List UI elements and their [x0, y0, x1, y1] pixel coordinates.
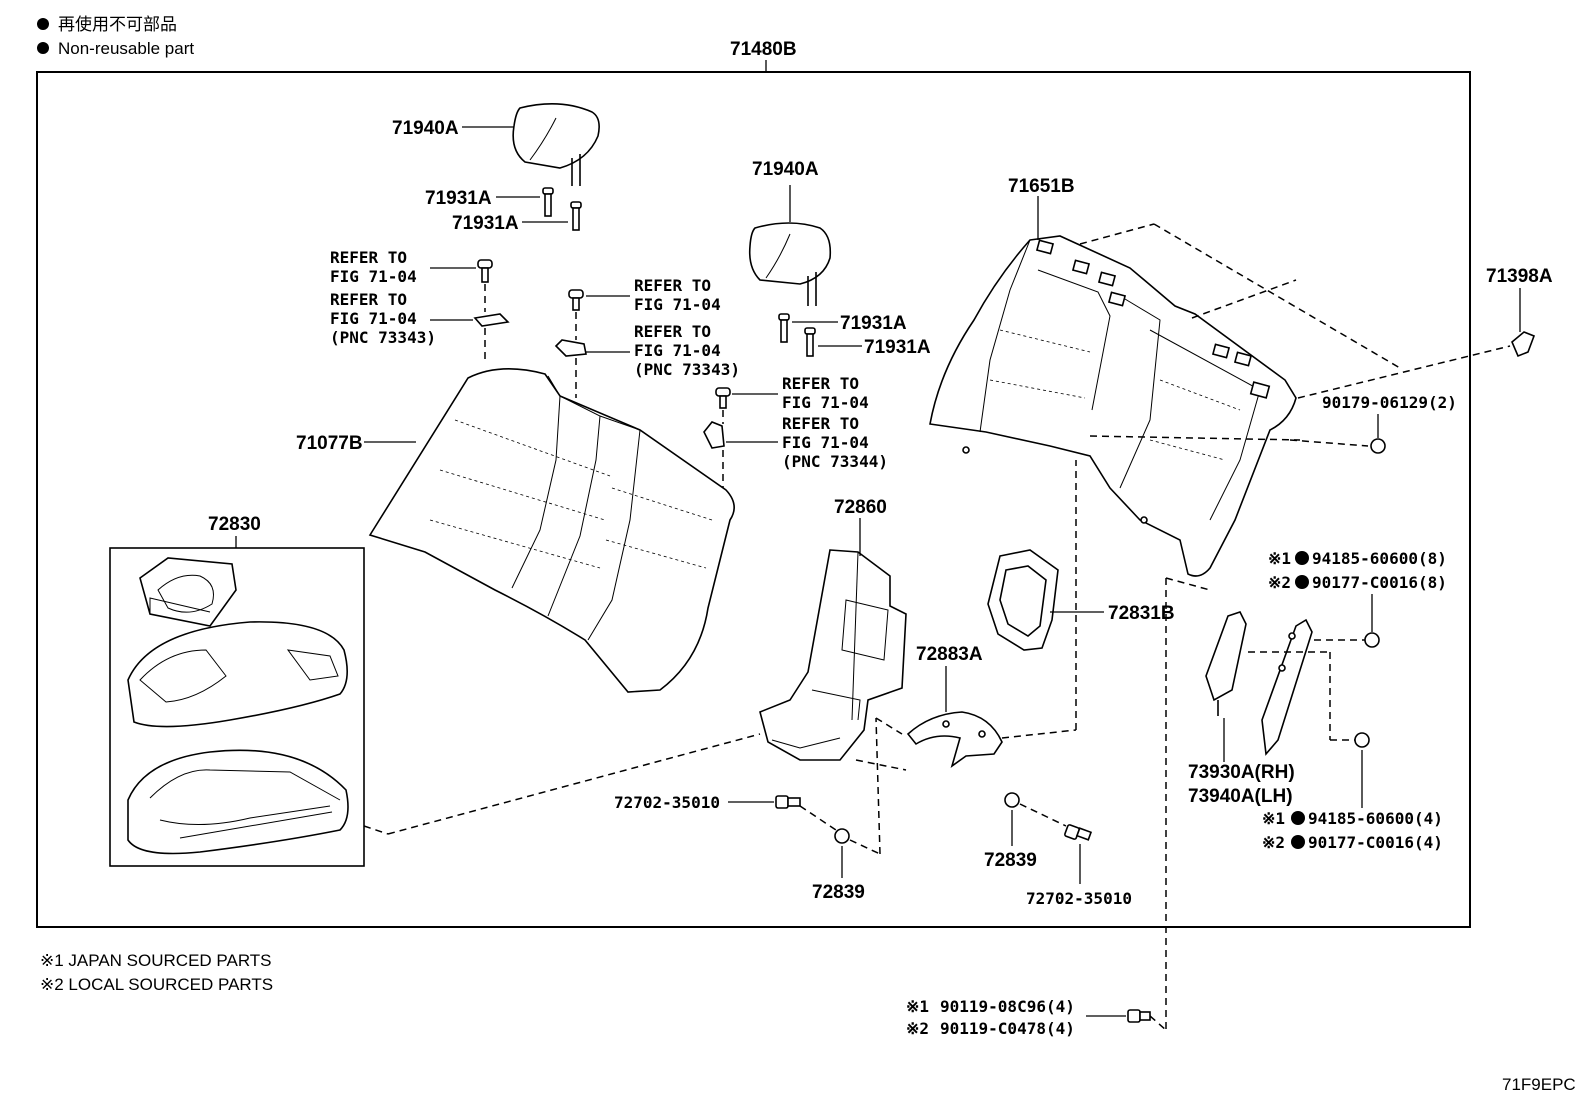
part-label-guide-3: 71931A	[840, 313, 907, 334]
part-label-nut-top: 90179-06129(2)	[1322, 393, 1457, 412]
headrest-left[interactable]	[512, 103, 600, 186]
part-label-headrest-right: 71940A	[752, 159, 819, 180]
refer-note-5-line2: FIG 71-04	[782, 393, 869, 412]
seat-back-cover[interactable]	[368, 368, 735, 693]
refer-bolt-icon	[715, 387, 731, 409]
lid-frame[interactable]	[987, 549, 1059, 651]
non-reusable-bullet-icon	[1295, 551, 1309, 565]
refer-bolt-icon	[568, 289, 584, 311]
hinge[interactable]	[906, 711, 1003, 768]
support-guide-3[interactable]	[778, 313, 790, 343]
nut-sourced-4[interactable]	[1354, 732, 1370, 748]
support-guide-1[interactable]	[542, 187, 554, 217]
refer-note-1-line2: FIG 71-04	[330, 267, 417, 286]
refer-clip-icon	[703, 421, 725, 449]
nut-sourced-8[interactable]	[1364, 632, 1380, 648]
refer-clip-icon	[554, 339, 587, 357]
mark-local-sourced: ※2	[1262, 833, 1285, 852]
refer-note-2-line2: FIG 71-04	[330, 309, 417, 328]
part-label-back-cover: 71077B	[296, 433, 363, 454]
support-guide-4[interactable]	[804, 327, 816, 357]
refer-note-2-line1: REFER TO	[330, 290, 407, 309]
part-label-hinge: 72883A	[916, 644, 983, 665]
part-label-guide-4: 71931A	[864, 337, 931, 358]
footnote-local: ※2 LOCAL SOURCED PARTS	[40, 975, 273, 994]
refer-note-5-line1: REFER TO	[782, 374, 859, 393]
part-label-nut-jp-4: 94185-60600(4)	[1308, 809, 1443, 828]
part-label-nut-b: 72839	[984, 850, 1037, 871]
part-label-strap-rh: 73930A(RH)	[1188, 762, 1295, 783]
belt-guide-rh[interactable]	[1205, 611, 1247, 716]
mark-japan-sourced: ※1	[906, 997, 929, 1016]
refer-note-3-line2: FIG 71-04	[634, 295, 721, 314]
non-reusable-bullet-icon	[1291, 835, 1305, 849]
belt-guide-lh[interactable]	[1261, 618, 1313, 756]
seat-back-frame[interactable]	[929, 235, 1297, 577]
assembly-frame	[36, 71, 1471, 928]
non-reusable-bullet-icon	[1295, 575, 1309, 589]
refer-bolt-icon	[477, 259, 493, 283]
refer-note-3-line1: REFER TO	[634, 276, 711, 295]
refer-note-1-line1: REFER TO	[330, 248, 407, 267]
headrest-right[interactable]	[748, 222, 832, 306]
part-label-nut-a: 72839	[812, 882, 865, 903]
non-reusable-bullet-icon	[1291, 811, 1305, 825]
part-label-nut-local-8: 90177-C0016(8)	[1312, 573, 1447, 592]
part-label-strap-lh: 73940A(LH)	[1188, 786, 1293, 807]
refer-note-4-line2: FIG 71-04	[634, 341, 721, 360]
non-reusable-bullet-icon	[37, 42, 49, 54]
legend-en: Non-reusable part	[58, 39, 194, 58]
figure-code: 71F9EPC	[1502, 1075, 1576, 1094]
non-reusable-bullet-icon	[37, 18, 49, 30]
part-label-bolt-a: 72702-35010	[614, 793, 720, 812]
mark-local-sourced: ※2	[1268, 573, 1291, 592]
armrest-detail-box	[109, 547, 365, 867]
part-label-guide-1: 71931A	[425, 188, 492, 209]
mark-japan-sourced: ※1	[1262, 809, 1285, 828]
part-label-armrest-frame: 72860	[834, 497, 887, 518]
refer-clip-icon	[473, 313, 510, 327]
part-label-armrest: 72830	[208, 514, 261, 535]
part-label-bolt-jp: 90119-08C96(4)	[940, 997, 1075, 1016]
part-label-guide-2: 71931A	[452, 213, 519, 234]
nut-b[interactable]	[1004, 792, 1020, 808]
footnote-japan: ※1 JAPAN SOURCED PARTS	[40, 951, 272, 970]
refer-note-4-line3: (PNC 73343)	[634, 360, 740, 379]
legend-jp: 再使用不可部品	[58, 14, 177, 34]
part-label-back-frame: 71651B	[1008, 176, 1075, 197]
part-label-bolt-local: 90119-C0478(4)	[940, 1019, 1075, 1038]
bolt-sourced[interactable]	[1127, 1009, 1151, 1023]
part-label-bolt-b: 72702-35010	[1026, 889, 1132, 908]
mark-local-sourced: ※2	[906, 1019, 929, 1038]
part-label-nut-local-4: 90177-C0016(4)	[1308, 833, 1443, 852]
refer-note-6-line3: (PNC 73344)	[782, 452, 888, 471]
cup-holder[interactable]	[139, 557, 237, 627]
refer-note-6-line1: REFER TO	[782, 414, 859, 433]
assembly-label: 71480B	[730, 39, 797, 60]
mark-japan-sourced: ※1	[1268, 549, 1291, 568]
part-label-headrest-left: 71940A	[392, 118, 459, 139]
armrest-lid[interactable]	[127, 621, 348, 728]
clip-71398a[interactable]	[1511, 331, 1536, 358]
bolt-a[interactable]	[775, 795, 801, 809]
support-guide-2[interactable]	[570, 201, 582, 231]
nut-a[interactable]	[834, 828, 850, 844]
refer-note-2-line3: (PNC 73343)	[330, 328, 436, 347]
part-label-clip: 71398A	[1486, 266, 1553, 287]
refer-note-6-line2: FIG 71-04	[782, 433, 869, 452]
nut-90179[interactable]	[1370, 438, 1386, 454]
part-label-nut-jp-8: 94185-60600(8)	[1312, 549, 1447, 568]
refer-note-4-line1: REFER TO	[634, 322, 711, 341]
bolt-b[interactable]	[1064, 824, 1093, 841]
armrest-frame[interactable]	[759, 549, 907, 761]
part-label-lid-frame: 72831B	[1108, 603, 1175, 624]
armrest-base[interactable]	[127, 749, 349, 855]
